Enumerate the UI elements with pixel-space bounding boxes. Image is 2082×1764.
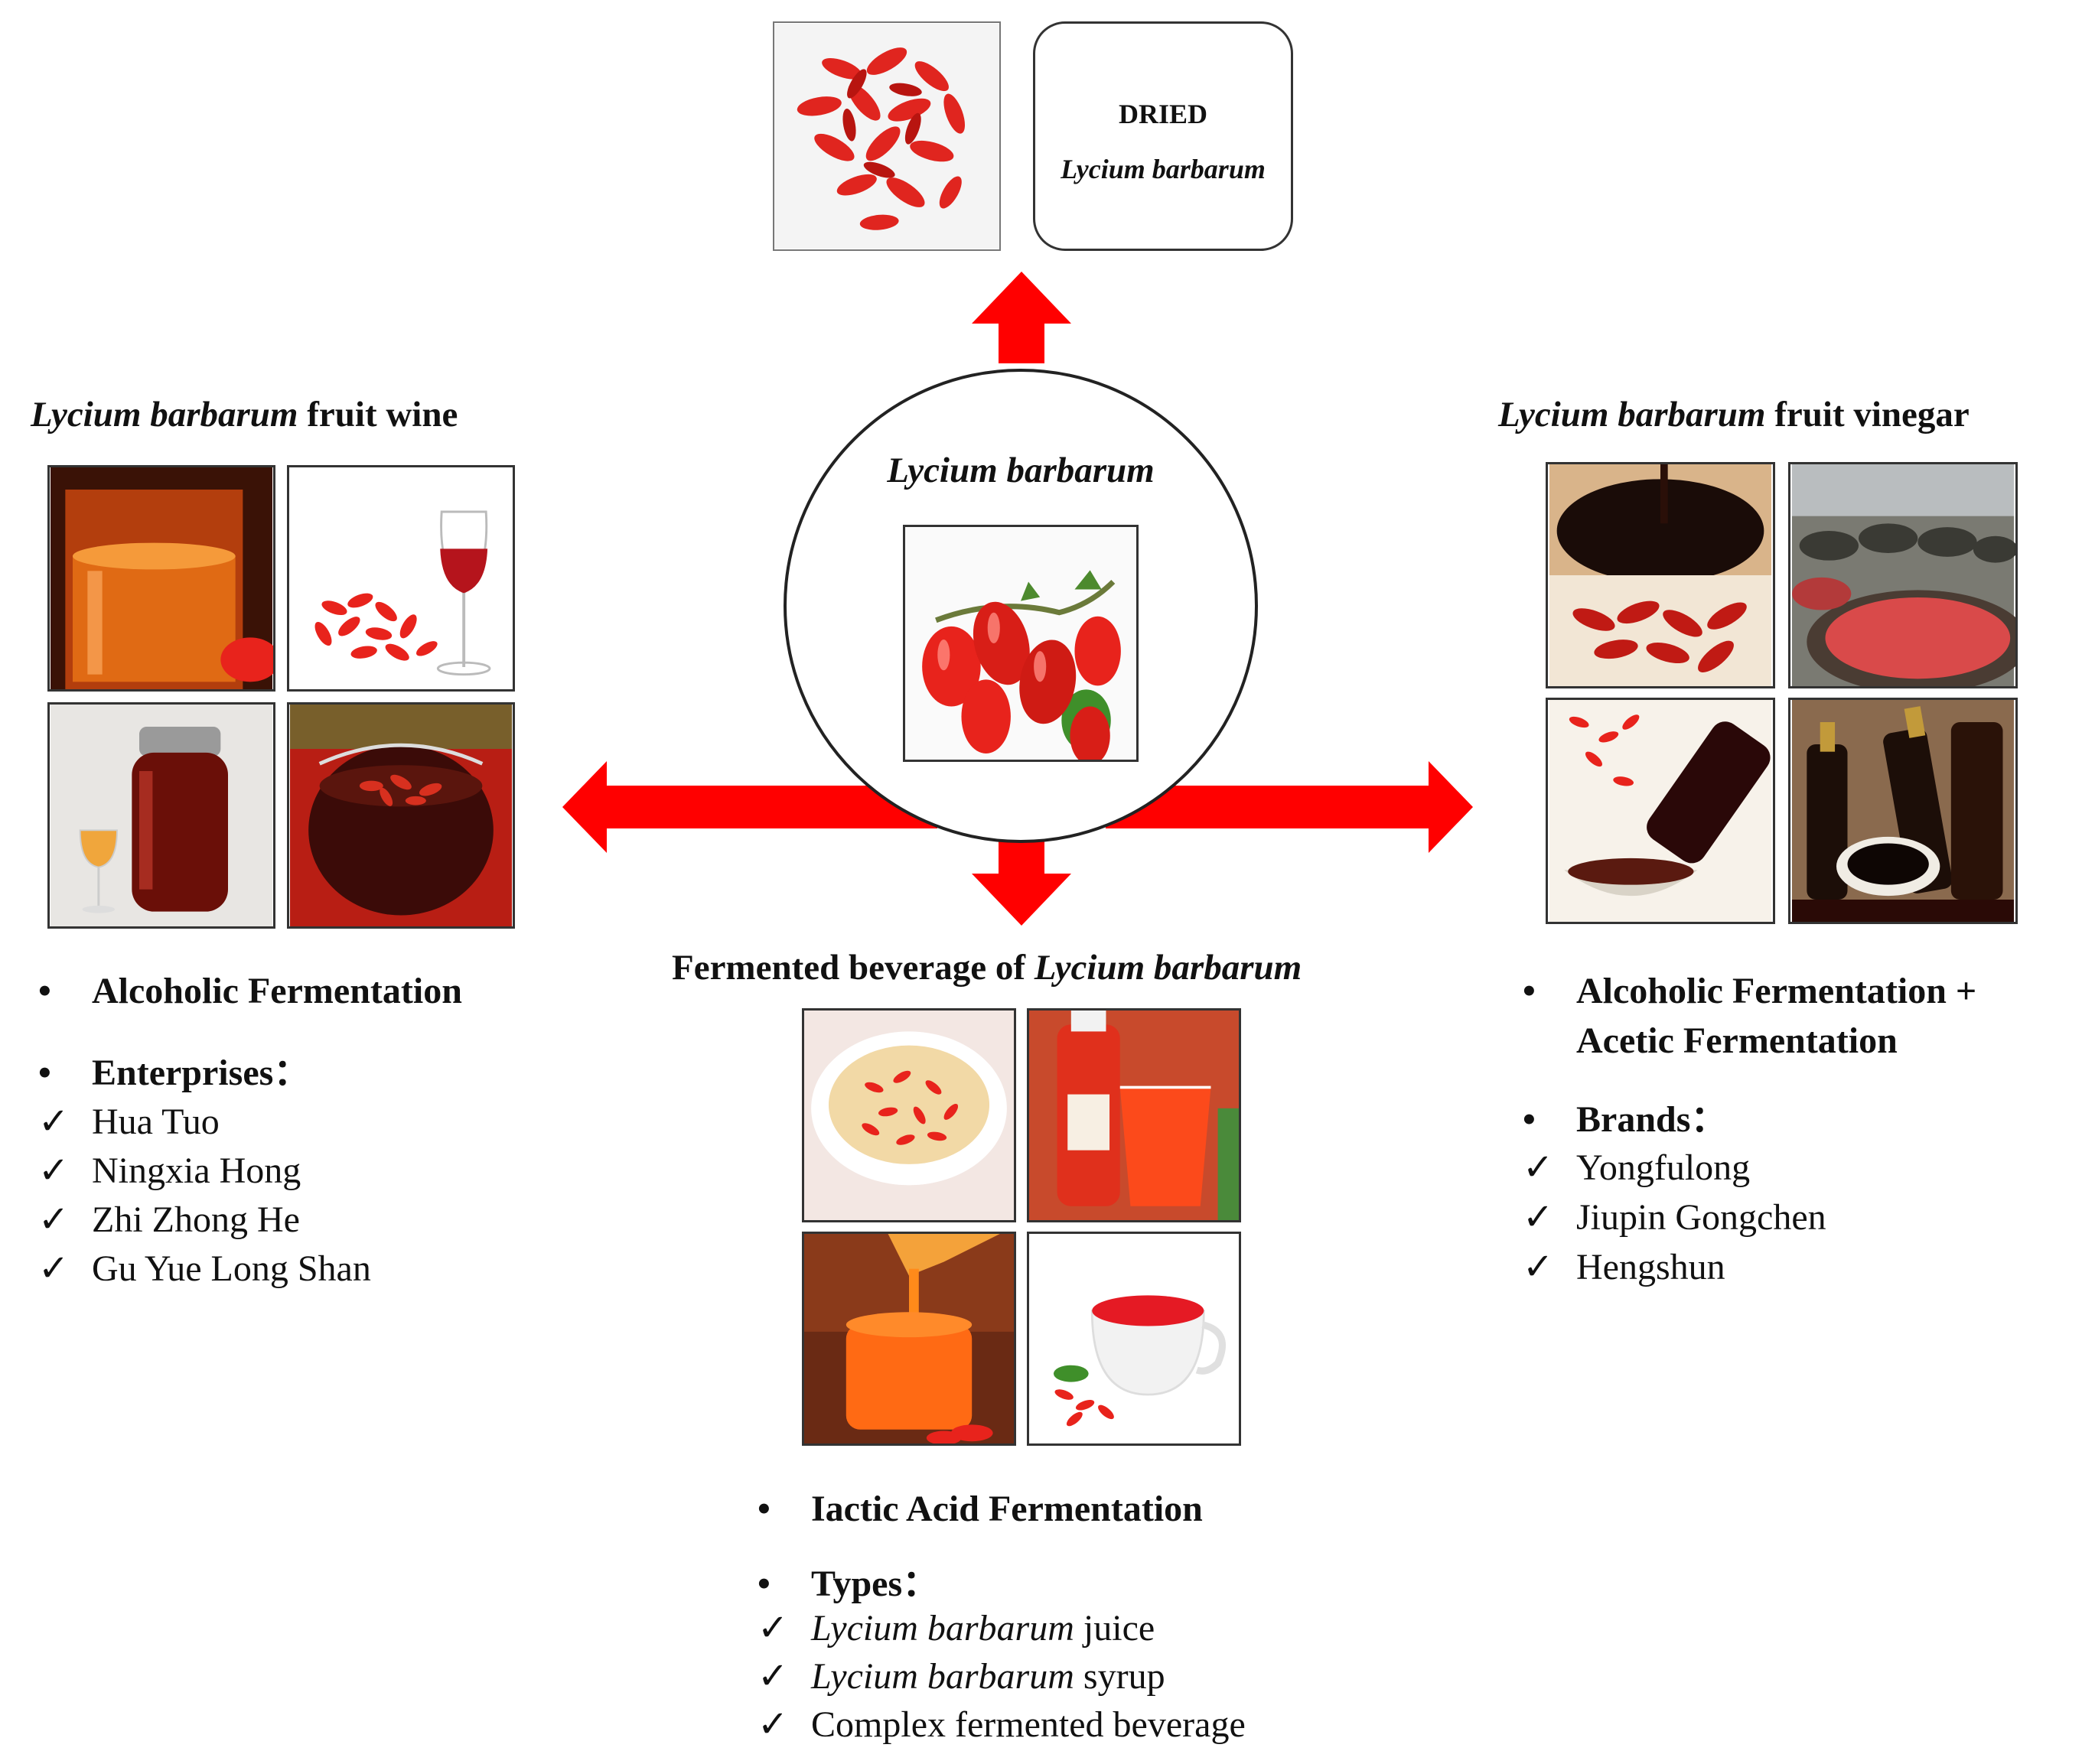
syrup-jar-photo bbox=[802, 1232, 1016, 1446]
arrow-right bbox=[1106, 761, 1473, 853]
wine-title: Lycium barbarum fruit wine bbox=[31, 395, 458, 434]
jar-infusion-photo bbox=[47, 702, 275, 929]
vinegar-title: Lycium barbarum fruit vinegar bbox=[1498, 395, 1970, 434]
wine-item: ✓Gu Yue Long Shan bbox=[38, 1248, 371, 1289]
beverage-title: Fermented beverage of Lycium barbarum bbox=[672, 948, 1302, 988]
vinegar-item: ✓Jiupin Gongchen bbox=[1523, 1197, 1826, 1238]
vinegar-process-continued: Acetic Fermentation bbox=[1576, 1020, 1898, 1061]
bottle-pouring-photo bbox=[1546, 698, 1775, 924]
glass-of-wine-photo bbox=[47, 465, 275, 692]
arrow-up bbox=[972, 272, 1071, 363]
beverage-list-heading: •Types： bbox=[758, 1564, 940, 1604]
wine-item: ✓Ningxia Hong bbox=[38, 1151, 301, 1191]
center-title: Lycium barbarum bbox=[887, 451, 1155, 490]
wine-glass-and-berries-photo bbox=[287, 465, 515, 692]
juice-glass-bottle-photo bbox=[1027, 1008, 1241, 1222]
wine-list-heading: •Enterprises： bbox=[38, 1053, 311, 1093]
fresh-goji-berries-photo bbox=[903, 525, 1139, 762]
berries-in-teapot-photo bbox=[287, 702, 515, 929]
dried-label-box bbox=[1033, 21, 1293, 251]
beverage-item: ✓Lycium barbarum syrup bbox=[758, 1656, 1165, 1697]
arrow-left bbox=[562, 761, 937, 853]
dried-goji-pile-photo bbox=[773, 21, 1001, 251]
pouring-vinegar-photo bbox=[1546, 462, 1775, 688]
fermentation-vats-photo bbox=[1788, 462, 2018, 688]
dried-label-bottom: Lycium barbarum bbox=[1061, 154, 1266, 184]
beverage-item: ✓Complex fermented beverage bbox=[758, 1704, 1246, 1745]
dried-label-top: DRIED bbox=[1118, 99, 1207, 129]
vinegar-bottles-photo bbox=[1788, 698, 2018, 924]
red-tea-cup-photo bbox=[1027, 1232, 1241, 1446]
wine-process: •Alcoholic Fermentation bbox=[38, 971, 462, 1011]
vinegar-item: ✓Yongfulong bbox=[1523, 1147, 1751, 1188]
vinegar-item: ✓Hengshun bbox=[1523, 1247, 1725, 1287]
vinegar-list-heading: •Brands： bbox=[1523, 1099, 1728, 1140]
beverage-item: ✓Lycium barbarum juice bbox=[758, 1608, 1155, 1648]
wine-item: ✓Hua Tuo bbox=[38, 1102, 220, 1142]
beverage-process: •Iactic Acid Fermentation bbox=[758, 1489, 1203, 1529]
wine-item: ✓Zhi Zhong He bbox=[38, 1199, 300, 1240]
goji-soup-bowl-photo bbox=[802, 1008, 1016, 1222]
vinegar-process: •Alcoholic Fermentation + bbox=[1523, 971, 1977, 1011]
arrow-down bbox=[972, 834, 1071, 926]
